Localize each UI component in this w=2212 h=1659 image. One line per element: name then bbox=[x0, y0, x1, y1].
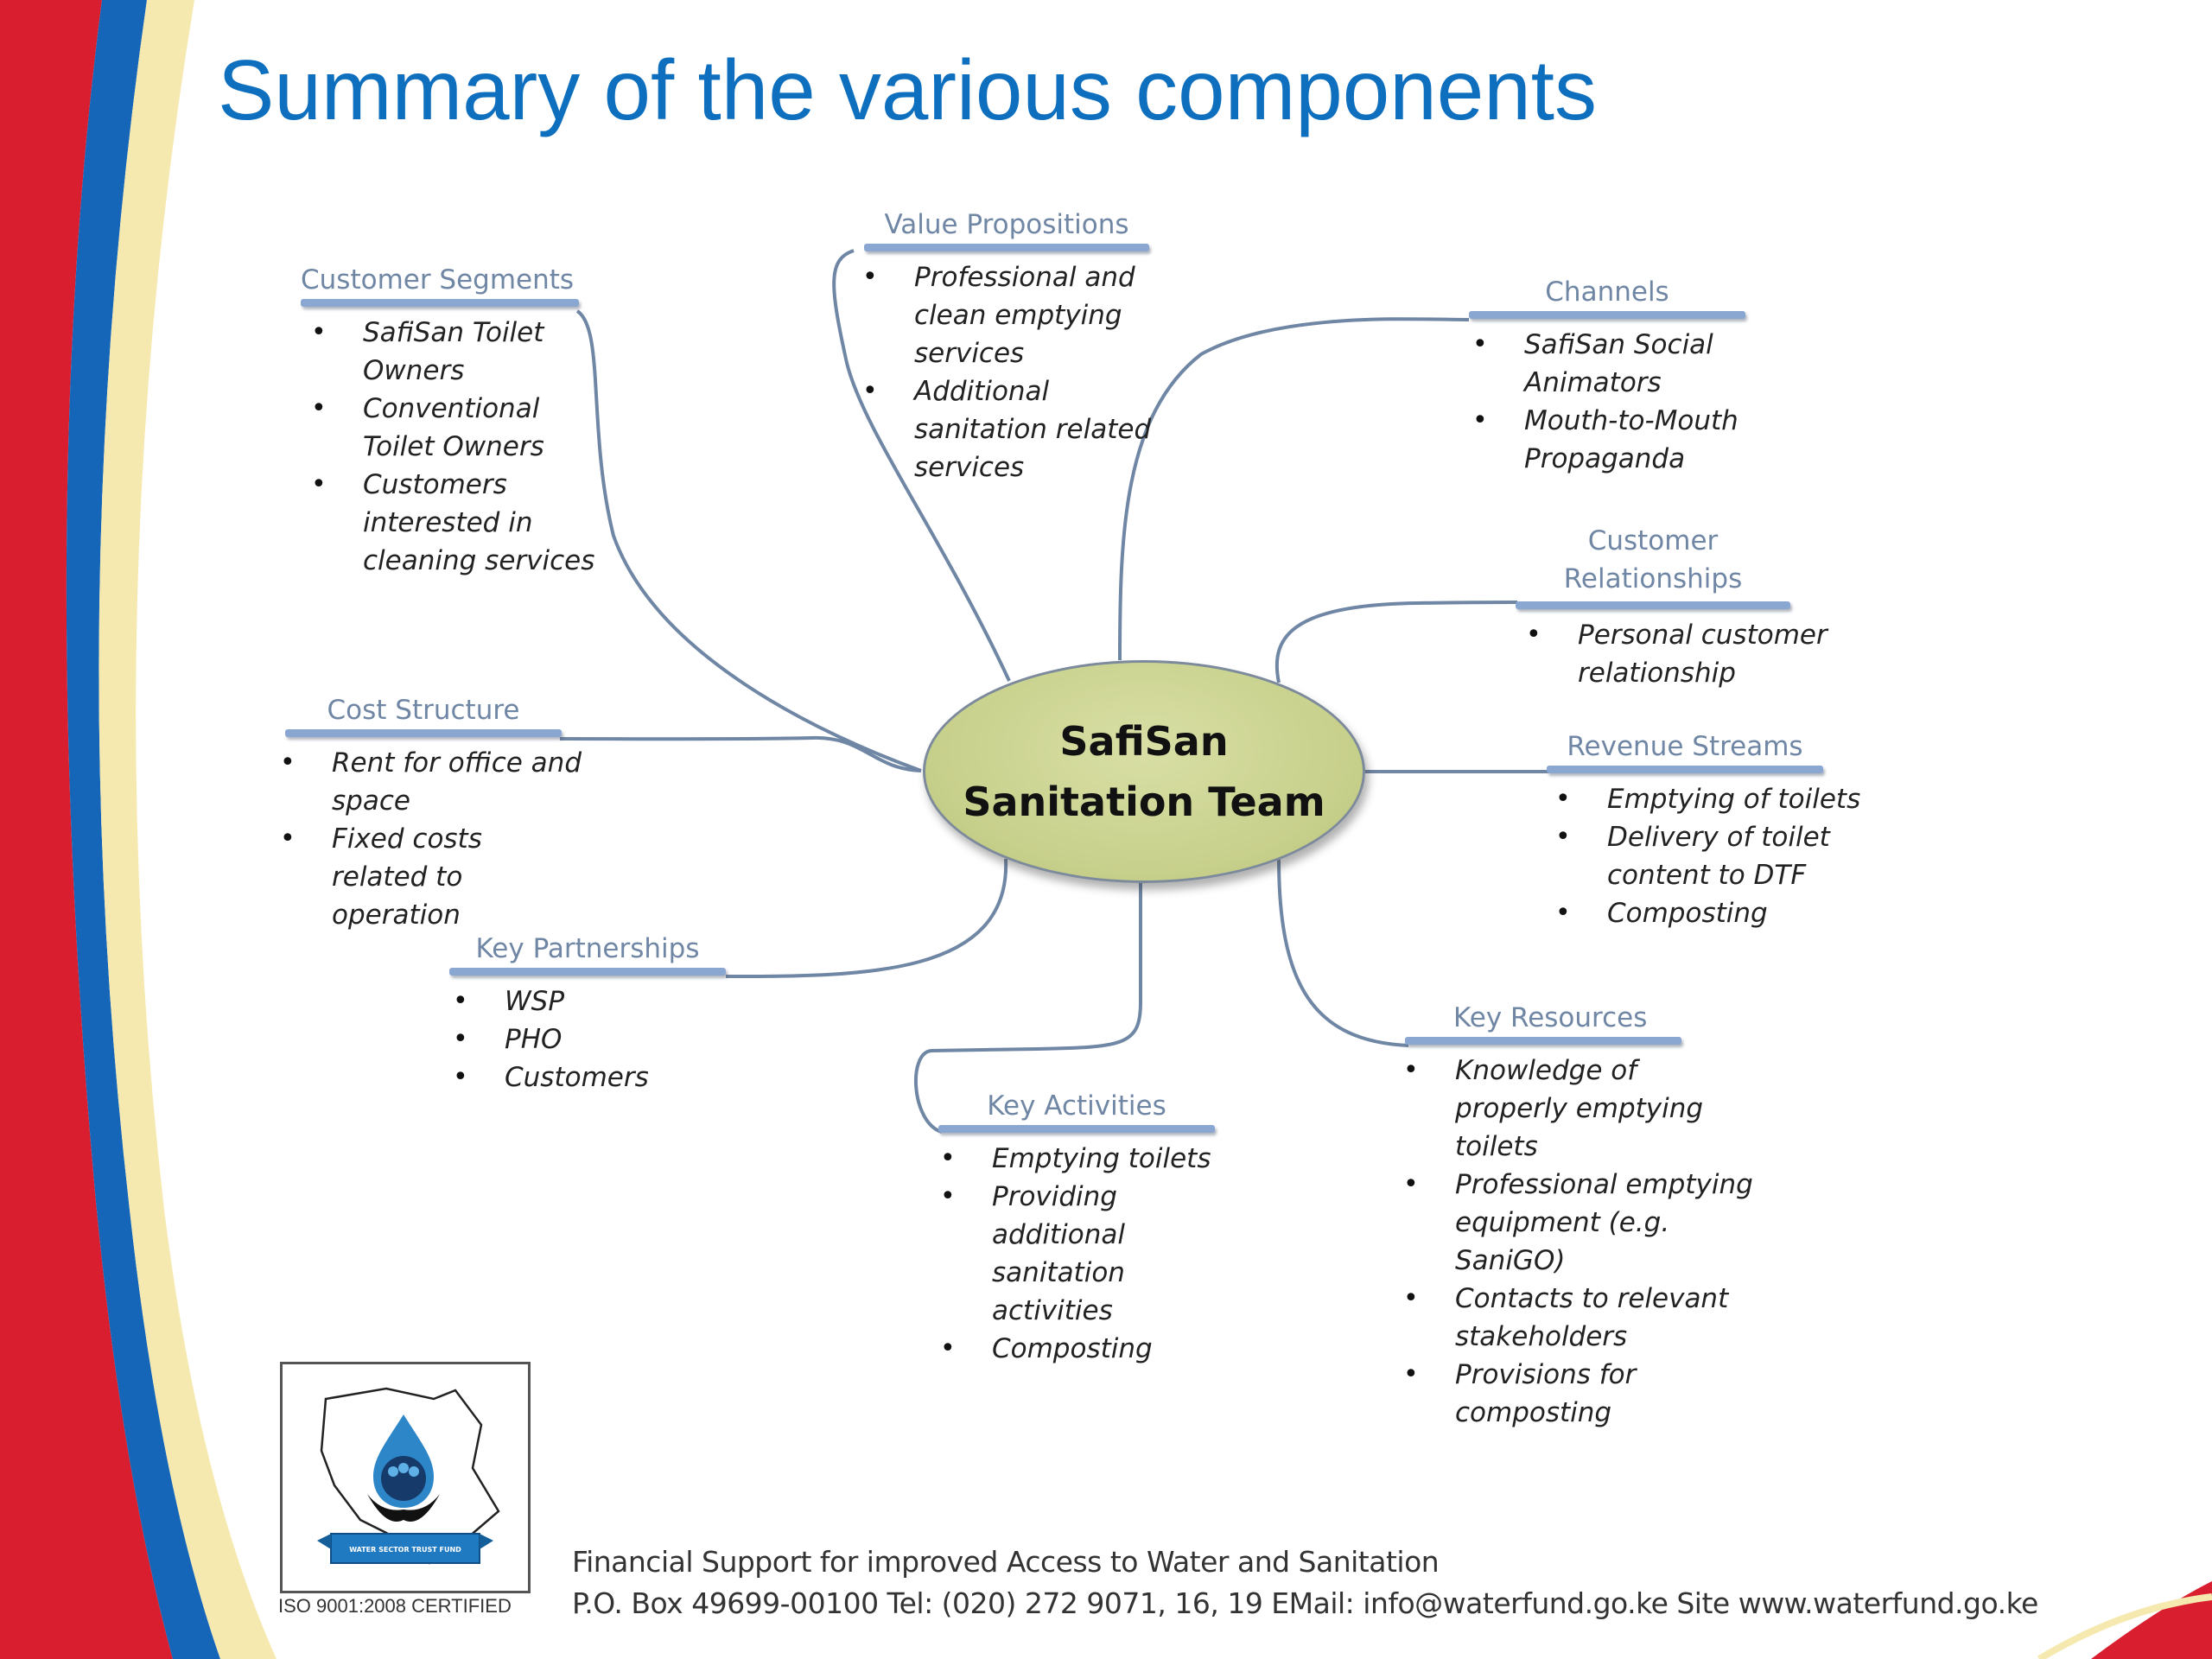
list-item: Professional emptying equipment (e.g. Sa… bbox=[1393, 1166, 1783, 1280]
branch-revenue-streams: Revenue Streams Emptying of toilets Deli… bbox=[1545, 731, 1860, 932]
list-item: Composting bbox=[1545, 894, 1840, 932]
center-node: SafiSan Sanitation Team bbox=[923, 660, 1365, 883]
logo-emblem: WATER SECTOR TRUST FUND bbox=[317, 1387, 500, 1565]
branch-underline bbox=[938, 1125, 1215, 1133]
list-item: Customers bbox=[442, 1058, 726, 1096]
certification-label: ISO 9001:2008 CERTIFIED bbox=[278, 1595, 512, 1617]
list-item: Additional sanitation related services bbox=[852, 372, 1165, 486]
branch-title: Customer Relationships bbox=[1563, 525, 1743, 594]
list-item: Emptying of toilets bbox=[1545, 780, 1892, 818]
branch-customer-relationships: Customer Relationships Personal customer… bbox=[1516, 522, 1827, 692]
branch-key-partnerships: Key Partnerships WSP PHO Customers bbox=[449, 933, 726, 1096]
connector-customer-relationships bbox=[1274, 601, 1518, 683]
branch-underline bbox=[864, 244, 1149, 251]
branch-items: Rent for office and space Fixed costs re… bbox=[270, 744, 582, 934]
list-item: Emptying toilets bbox=[930, 1140, 1251, 1178]
footer-line-2: P.O. Box 49699-00100 Tel: (020) 272 9071… bbox=[572, 1586, 2038, 1620]
branch-title: Revenue Streams bbox=[1567, 731, 1803, 762]
center-node-label: SafiSan Sanitation Team bbox=[963, 718, 1325, 825]
list-item: Fixed costs related to operation bbox=[270, 820, 582, 934]
connector-key-activities bbox=[914, 880, 1142, 1134]
list-item: Knowledge of properly emptying toilets bbox=[1393, 1052, 1749, 1166]
branch-underline bbox=[1469, 311, 1745, 319]
branch-items: Emptying of toilets Delivery of toilet c… bbox=[1545, 780, 1860, 932]
swoosh-cream bbox=[99, 0, 276, 1659]
branch-channels: Channels SafiSan Social Animators Mouth-… bbox=[1469, 276, 1745, 478]
list-item: Contacts to relevant stakeholders bbox=[1393, 1280, 1749, 1356]
branch-title: Channels bbox=[1545, 276, 1669, 308]
connector-lines bbox=[559, 249, 1548, 1134]
list-item: Delivery of toilet content to DTF bbox=[1545, 818, 1840, 894]
branch-value-propositions: Value Propositions Professional and clea… bbox=[862, 209, 1151, 486]
branch-title: Key Activities bbox=[987, 1090, 1166, 1122]
branch-items: SafiSan Social Animators Mouth-to-Mouth … bbox=[1462, 326, 1745, 478]
branch-underline bbox=[1405, 1037, 1681, 1045]
branch-title: Value Propositions bbox=[884, 209, 1129, 240]
branch-customer-segments: Customer Segments SafiSan Toilet Owners … bbox=[301, 264, 594, 580]
branch-underline bbox=[301, 299, 579, 307]
branch-key-activities: Key Activities Emptying toilets Providin… bbox=[938, 1090, 1215, 1368]
branch-underline bbox=[1516, 601, 1790, 609]
branch-title: Key Partnerships bbox=[475, 933, 700, 964]
branch-key-resources: Key Resources Knowledge of properly empt… bbox=[1403, 1002, 1753, 1432]
swoosh-red bbox=[0, 0, 173, 1659]
logo-banner-text: WATER SECTOR TRUST FUND bbox=[349, 1546, 461, 1554]
list-item: Conventional Toilet Owners bbox=[301, 390, 570, 466]
list-item: Customers interested in cleaning service… bbox=[301, 466, 596, 580]
branch-underline bbox=[285, 729, 562, 737]
branch-items: Personal customer relationship bbox=[1516, 616, 1827, 692]
list-item: SafiSan Toilet Owners bbox=[301, 314, 570, 390]
list-item: Providing additional sanitation activiti… bbox=[930, 1178, 1251, 1330]
branch-cost-structure: Cost Structure Rent for office and space… bbox=[280, 695, 582, 934]
branch-title: Key Resources bbox=[1453, 1002, 1648, 1033]
list-item: SafiSan Social Animators bbox=[1462, 326, 1740, 402]
logo-banner bbox=[330, 1533, 480, 1564]
list-item: PHO bbox=[442, 1020, 726, 1058]
branch-items: WSP PHO Customers bbox=[442, 982, 726, 1096]
hands-icon bbox=[367, 1494, 440, 1522]
branch-title: Customer Segments bbox=[301, 264, 575, 296]
list-item: Rent for office and space bbox=[270, 744, 582, 820]
logo: WATER SECTOR TRUST FUND bbox=[280, 1362, 531, 1593]
branch-title: Cost Structure bbox=[327, 695, 520, 726]
list-item: Personal customer relationship bbox=[1516, 616, 1828, 692]
connector-channels bbox=[1118, 317, 1470, 661]
branch-items: Professional and clean emptying services… bbox=[852, 258, 1151, 486]
list-item: Professional and clean emptying services bbox=[852, 258, 1147, 372]
branch-items: Knowledge of properly emptying toilets P… bbox=[1393, 1052, 1753, 1432]
branch-underline bbox=[1547, 766, 1823, 773]
footer-line-1: Financial Support for improved Access to… bbox=[572, 1545, 1440, 1579]
connector-key-partnerships bbox=[725, 858, 1008, 978]
list-item: Provisions for composting bbox=[1393, 1356, 1801, 1432]
connector-customer-segments bbox=[575, 309, 922, 772]
connector-cost-structure bbox=[559, 735, 922, 772]
slide-title: Summary of the various components bbox=[218, 42, 1597, 137]
swoosh-blue bbox=[66, 0, 220, 1659]
connector-key-resources bbox=[1277, 858, 1409, 1047]
list-item: Composting bbox=[930, 1330, 1251, 1368]
branch-items: SafiSan Toilet Owners Conventional Toile… bbox=[301, 314, 594, 580]
list-item: WSP bbox=[442, 982, 726, 1020]
branch-items: Emptying toilets Providing additional sa… bbox=[930, 1140, 1215, 1368]
corner-swoosh-cream bbox=[2037, 1593, 2212, 1659]
branch-underline bbox=[449, 968, 726, 976]
list-item: Mouth-to-Mouth Propaganda bbox=[1462, 402, 1775, 478]
